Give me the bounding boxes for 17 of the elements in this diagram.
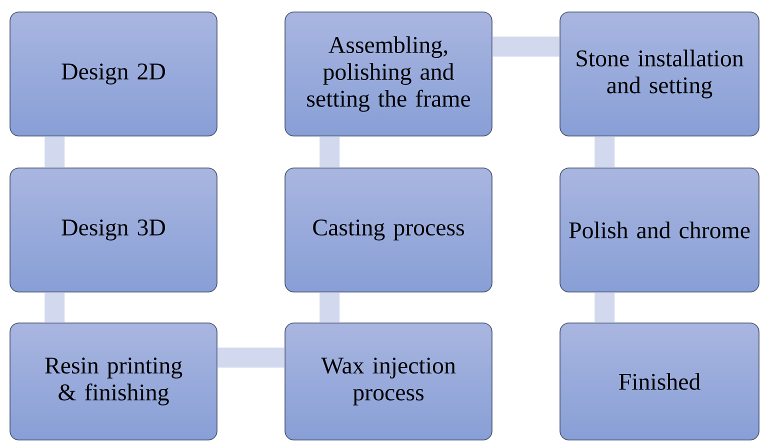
process-box: Assembling, polishing and setting the frame — [284, 12, 492, 136]
process-box: Casting process — [284, 168, 492, 292]
connector-bar — [594, 136, 615, 168]
connector-bar — [44, 136, 65, 168]
process-box: Finished — [560, 322, 760, 440]
connector-bar — [320, 292, 340, 323]
process-box: Wax injection process — [284, 322, 492, 440]
connector-bar — [492, 36, 560, 57]
connector-bar — [594, 292, 615, 323]
connector-bar — [217, 348, 285, 368]
process-box: Design 2D — [10, 12, 218, 136]
process-box: Design 3D — [10, 168, 218, 292]
connector-bar — [320, 136, 340, 168]
process-box: Stone installation and setting — [560, 12, 760, 136]
process-box: Polish and chrome — [560, 168, 760, 292]
process-box: Resin printing & finishing — [10, 322, 218, 440]
connector-bar — [44, 292, 65, 323]
